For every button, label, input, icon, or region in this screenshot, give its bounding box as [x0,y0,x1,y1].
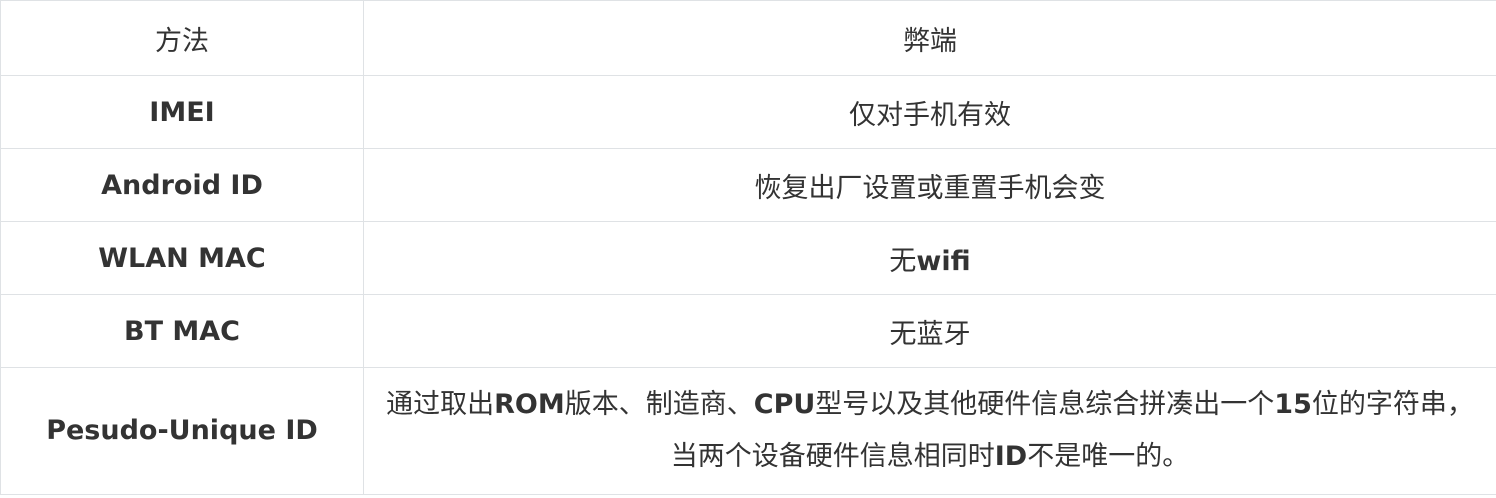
table-row: Android ID 恢复出厂设置或重置手机会变 [0,148,1496,222]
drawback-cell: 通过取出ROM版本、制造商、CPU型号以及其他硬件信息综合拼凑出一个15位的字符… [363,367,1496,495]
table-row: IMEI 仅对手机有效 [0,75,1496,149]
method-cell: Pesudo-Unique ID [0,367,364,495]
method-cell: BT MAC [0,294,364,368]
method-cell: Android ID [0,148,364,222]
drawback-text-bold: wifi [916,245,971,277]
header-method: 方法 [0,0,364,76]
method-cell: WLAN MAC [0,221,364,295]
table-row: BT MAC 无蓝牙 [0,294,1496,368]
drawback-text: 位的字符串，当两个设备硬件信息相同时 [670,389,1474,472]
drawback-text-bold: 15 [1274,389,1312,420]
drawback-cell: 无wifi [363,221,1496,295]
drawback-text-bold: ROM [494,389,565,420]
drawback-text-bold: ID [994,441,1028,472]
drawback-cell: 仅对手机有效 [363,75,1496,149]
drawback-text: 通过取出 [386,389,495,420]
table-row: Pesudo-Unique ID 通过取出ROM版本、制造商、CPU型号以及其他… [0,367,1496,495]
drawback-text: 型号以及其他硬件信息综合拼凑出一个 [815,389,1275,420]
drawback-text: 恢复出厂设置或重置手机会变 [754,172,1106,204]
drawback-cell: 无蓝牙 [363,294,1496,368]
drawback-text: 无 [889,245,917,277]
drawback-cell: 恢复出厂设置或重置手机会变 [363,148,1496,222]
drawback-text: 仅对手机有效 [849,99,1011,131]
drawback-text: 版本、制造商、 [564,389,754,420]
table-header-row: 方法 弊端 [0,0,1496,76]
header-drawback: 弊端 [363,0,1496,76]
method-cell: IMEI [0,75,364,149]
drawback-text-bold: CPU [753,389,816,420]
drawback-text: 不是唯一的。 [1027,441,1190,472]
drawback-text: 无蓝牙 [889,318,971,350]
table-row: WLAN MAC 无wifi [0,221,1496,295]
